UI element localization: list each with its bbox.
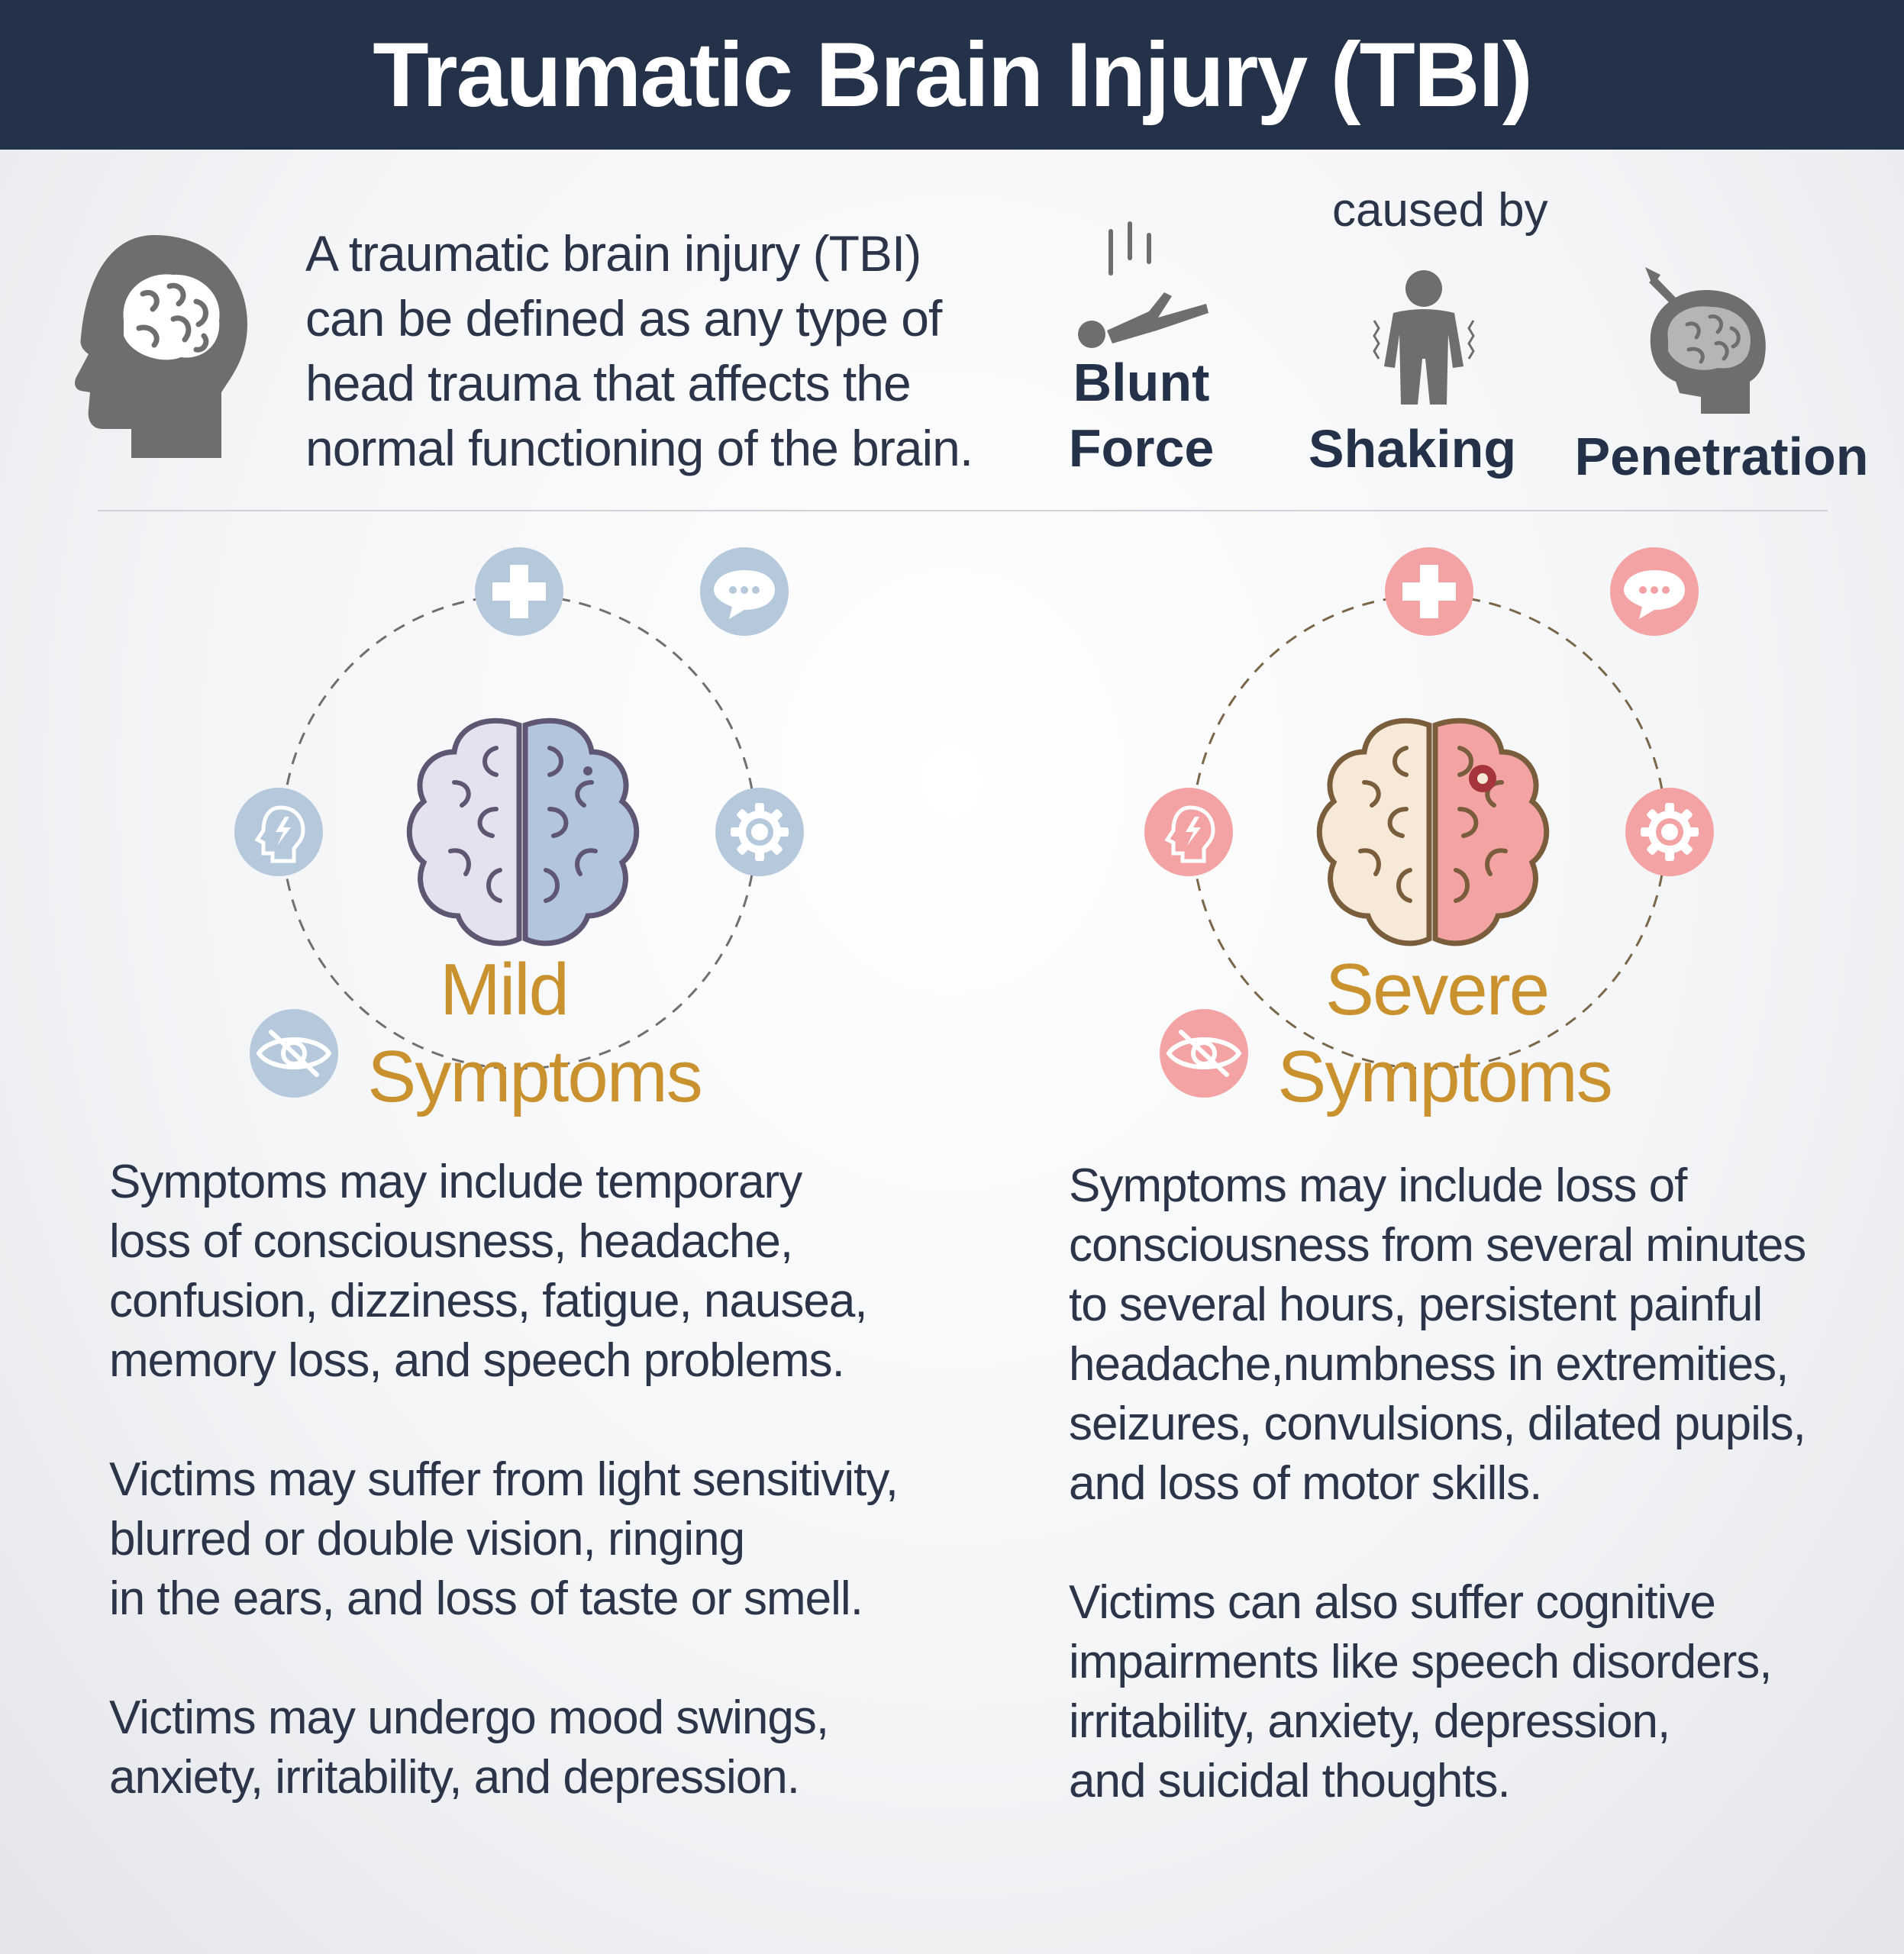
mild-speech-bubble-icon [700, 547, 789, 636]
mild-head-lightning-icon [234, 788, 323, 876]
caused-by-label: caused by [1332, 184, 1548, 237]
mild-brain-icon [406, 717, 640, 946]
tbi-definition: A traumatic brain injury (TBI) can be de… [305, 225, 973, 476]
severe-speech-bubble-icon [1610, 547, 1699, 636]
severe-title-line1: Severe [1325, 949, 1550, 1030]
penetrated-skull-icon [1645, 267, 1766, 414]
severe-title-line2: Symptoms [1277, 1036, 1612, 1117]
cause-shaking-label: Shaking [1308, 419, 1517, 479]
mild-symptoms-diagram [221, 534, 832, 1114]
section-divider [98, 510, 1828, 511]
mild-paragraph: Victims may suffer from light sensitivit… [109, 1453, 899, 1625]
mild-eye-hidden-icon [250, 1009, 338, 1098]
cause-penetration-label: Penetration [1574, 427, 1869, 486]
severe-symptoms-diagram [1131, 534, 1742, 1114]
severe-head-lightning-icon [1144, 788, 1233, 876]
severe-eye-hidden-icon [1160, 1009, 1248, 1098]
mild-title-line2: Symptoms [367, 1036, 702, 1117]
head-brain-icon [75, 235, 247, 458]
mild-symptoms-title: Mild Symptoms [336, 946, 733, 1120]
mild-paragraph: Victims may undergo mood swings, anxiety… [109, 1691, 829, 1804]
severe-paragraph: Victims can also suffer cognitive impair… [1069, 1576, 1773, 1807]
page-header: Traumatic Brain Injury (TBI) [0, 0, 1904, 150]
severe-paragraph: Symptoms may include loss of consciousne… [1069, 1159, 1806, 1510]
cause-blunt-force-label: Blunt Force [1068, 353, 1215, 478]
severe-gear-icon [1625, 788, 1714, 876]
severe-medical-cross-icon [1385, 547, 1473, 636]
falling-person-icon [1078, 221, 1209, 348]
severe-brain-icon [1316, 717, 1550, 946]
mild-title-line1: Mild [439, 949, 570, 1030]
page-title: Traumatic Brain Injury (TBI) [373, 24, 1533, 126]
mild-medical-cross-icon [475, 547, 563, 636]
severe-symptoms-text: Symptoms may include loss of consciousne… [1069, 1156, 1878, 1871]
mild-paragraph: Symptoms may include temporary loss of c… [109, 1156, 868, 1387]
mild-symptoms-text: Symptoms may include temporary loss of c… [109, 1153, 949, 1867]
mild-gear-icon [715, 788, 804, 876]
shaking-person-icon [1373, 270, 1475, 405]
severe-symptoms-title: Severe Symptoms [1246, 946, 1643, 1120]
